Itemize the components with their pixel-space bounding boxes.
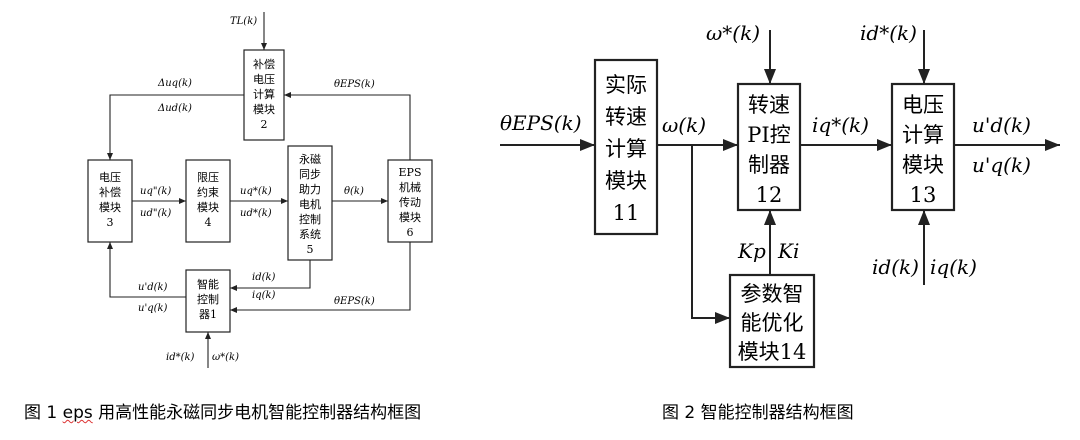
voltage-calc-module-13 [890,82,956,212]
box6-line4: 模块 [399,211,421,224]
box5-line4: 电机 [299,197,321,211]
omega-to-param-arrow [691,145,730,324]
box2-line2: 电压 [253,73,275,86]
intelligent-controller-1 [185,269,231,333]
box4-line1: 限压 [197,171,219,184]
compensation-voltage-module-2 [243,49,285,141]
box6-line3: 传动 [399,196,421,209]
box3-line3: 模块 [99,201,121,214]
theta-eps-top-label: θEPS(k) [334,79,375,90]
box11-line5: 11 [613,201,640,225]
omega-star-label: ω*(k) [706,21,760,45]
actual-speed-module-11 [593,58,659,236]
id-star-label: id*(k) [860,21,917,45]
box2-line1: 补偿 [253,57,275,71]
box2-line3: 计算 [253,87,275,101]
box13-line1: 电压 [902,93,944,117]
box5-line2: 同步 [299,168,321,181]
u-q-prime-label: u'q(k) [138,303,168,314]
box12-line1: 转速 [748,93,790,117]
box1-line2: 控制 [197,292,219,306]
iq-label: iq(k) [930,255,977,279]
i-q-label: iq(k) [252,290,276,301]
box2-line5: 2 [261,118,268,131]
pmsm-control-system-5 [287,145,333,261]
uq-prime-label: u'q(k) [972,153,1031,177]
caption1-eps: eps [62,403,93,423]
box13-line4: 13 [910,183,937,207]
box14-line1: 参数智 [741,282,804,306]
theta-eps-bottom-arrow [230,242,411,313]
du-q-label: Δuq(k) [157,78,192,89]
delta-u-arrow [107,94,244,160]
caption1-rest: 用高性能永磁同步电机智能控制器结构框图 [92,403,422,423]
u-q-dstar-label: uq"(k) [140,186,171,197]
box14-line2: 能优化 [741,311,804,335]
omega-star-label: ω*(k) [212,352,239,363]
box5-line6: 系统 [299,228,321,241]
figure-2: 实际 转速 计算 模块 11 转速 PI控 制器 12 电压 计算 模块 13 … [500,21,1060,369]
u-q-star-label: uq*(k) [240,186,272,197]
box5-line5: 控制 [299,212,321,226]
kp-label: Kp [737,239,766,263]
box4-line3: 模块 [197,201,219,214]
box5-line7: 5 [307,243,314,256]
box12-line3: 制器 [748,153,790,177]
box6-line5: 6 [407,226,414,239]
box2-line4: 模块 [253,103,275,116]
i-d-label: id(k) [252,272,276,283]
box11-line3: 计算 [605,137,647,161]
ud-prime-label: u'd(k) [972,113,1031,137]
figure-2-caption: 图 2 智能控制器结构框图 [662,403,854,423]
box12-line4: 12 [756,183,783,207]
figure-1-caption: 图 1 eps 用高性能永磁同步电机智能控制器结构框图 [24,398,421,423]
box4-line2: 约束 [197,186,219,199]
theta-eps-bottom-label: θEPS(k) [334,296,375,307]
box11-line4: 模块 [605,169,647,193]
theta-eps-feedback-arrow [284,92,411,160]
du-d-label: Δud(k) [157,103,192,114]
voltage-limit-module-4 [185,159,231,243]
box6-line2: 机械 [399,180,421,194]
box3-line2: 补偿 [99,185,121,199]
i-d-star-label: id*(k) [166,352,195,363]
theta-label: θ(k) [344,186,364,197]
box5-line3: 助力 [299,182,321,196]
box5-line1: 永磁 [299,152,321,166]
u-d-dstar-label: ud"(k) [140,208,171,219]
figure-1: 补偿 电压 计算 模块 2 电压 补偿 模块 3 限压 约束 模块 4 永磁 同… [87,12,433,368]
u-prime-arrow [107,242,186,298]
box1-line3: 器1 [199,308,217,321]
box13-line2: 计算 [902,123,944,147]
box11-line2: 转速 [605,105,647,129]
u-d-star-label: ud*(k) [240,208,272,219]
box6-line1: EPS [399,166,422,179]
param-optimization-module-14 [728,273,816,369]
voltage-compensation-module-3 [87,159,133,243]
box3-line1: 电压 [99,171,121,184]
box11-line1: 实际 [605,73,647,97]
box1-line1: 智能 [197,277,219,291]
omega-label: ω(k) [662,113,706,137]
u-d-prime-label: u'd(k) [138,282,168,293]
box12-line2: PI控 [747,123,790,147]
box4-line4: 4 [205,216,212,229]
caption1-prefix: 图 1 [24,403,63,423]
ki-label: Ki [777,239,799,263]
id-label: id(k) [872,255,919,279]
current-feedback-arrow [230,260,311,291]
box3-line4: 3 [107,216,114,229]
box13-line3: 模块 [902,153,944,177]
tl-label: TL(k) [230,16,257,27]
box14-line3: 模块14 [738,340,807,364]
theta-eps-label: θEPS(k) [500,111,582,135]
iq-star-label: iq*(k) [812,113,869,137]
